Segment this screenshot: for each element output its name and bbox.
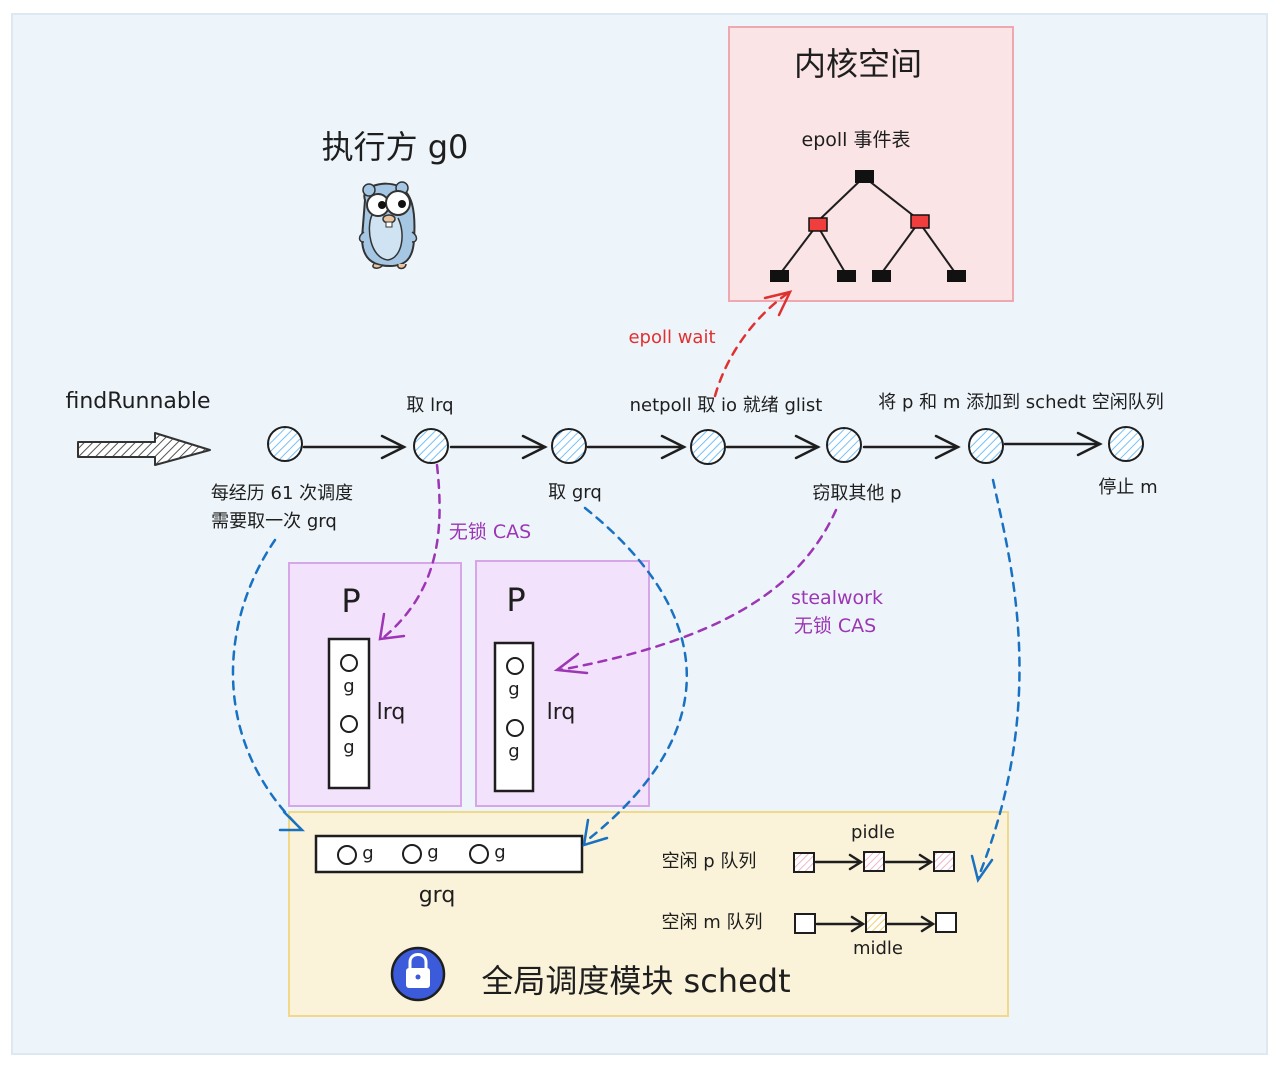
flow-node-lrq xyxy=(413,428,449,464)
step-label-steal: 窃取其他 p xyxy=(812,483,901,504)
rbtree-node xyxy=(947,270,966,282)
idle-m-label: 空闲 m 队列 xyxy=(662,912,763,933)
idle-m-node xyxy=(935,912,957,933)
schedt-module: g g g grq 空闲 p 队列 pidle 空闲 m 队列 midle xyxy=(288,811,1009,1017)
epoll-table-label: epoll 事件表 xyxy=(802,129,911,151)
processor-2: P g g lrq xyxy=(475,560,650,807)
goroutine-icon xyxy=(506,657,524,675)
goroutine-icon xyxy=(340,654,358,672)
goroutine-label: g xyxy=(343,676,354,697)
stealwork-label-line2: 无锁 CAS xyxy=(794,615,876,637)
processor-title: P xyxy=(341,582,360,620)
step-label-take-grq: 取 grq xyxy=(548,482,602,503)
idle-m-node xyxy=(865,912,887,933)
lrq-label: lrq xyxy=(547,700,576,725)
goroutine-label: g xyxy=(343,737,354,758)
idle-m-node xyxy=(794,913,816,934)
idle-p-label: 空闲 p 队列 xyxy=(662,851,757,872)
flow-node-idle xyxy=(968,428,1004,464)
lockfree-cas-label: 无锁 CAS xyxy=(449,521,531,543)
kernel-space-box xyxy=(728,26,1014,302)
step-label-netpoll: netpoll 取 io 就绪 glist xyxy=(630,395,823,416)
step-label-stop-m: 停止 m xyxy=(1098,477,1157,498)
goroutine-icon xyxy=(340,715,358,733)
goroutine-label: g xyxy=(494,842,505,863)
lrq-queue xyxy=(327,637,371,790)
goroutine-label: g xyxy=(508,741,519,762)
start-arrow xyxy=(77,432,211,466)
idle-p-node xyxy=(793,852,815,873)
goroutine-icon xyxy=(337,845,357,865)
rbtree-node xyxy=(837,270,856,282)
step-label-add-idle: 将 p 和 m 添加到 schedt 空闲队列 xyxy=(878,392,1164,413)
flow-arrows xyxy=(302,431,1103,460)
find-runnable-label: findRunnable xyxy=(66,389,211,414)
lrq-queue xyxy=(493,641,535,793)
pidle-label: pidle xyxy=(851,822,895,843)
processor-1: P g g lrq xyxy=(288,562,462,807)
kernel-space: 内核空间 epoll 事件表 xyxy=(728,26,1014,302)
grq-fetch-edges xyxy=(231,478,1021,880)
flow-node-netpoll xyxy=(690,429,726,465)
rbtree-node xyxy=(872,270,891,282)
lockfree-cas-edge xyxy=(381,463,441,640)
epoll-rbtree xyxy=(779,176,957,275)
goroutine-label: g xyxy=(508,679,519,700)
flow-node-stop xyxy=(1108,426,1144,462)
rbtree-node xyxy=(855,170,874,183)
processor-title: P xyxy=(506,581,525,619)
gopher-icon xyxy=(358,181,418,270)
flow-node-grq xyxy=(551,428,587,464)
flow-node-steal xyxy=(826,427,862,463)
flow-node-start xyxy=(267,426,303,462)
pidle-links xyxy=(814,853,934,871)
goroutine-icon xyxy=(402,844,422,864)
executor-title: 执行方 g0 xyxy=(322,128,469,166)
idle-p-node xyxy=(863,851,885,872)
midle-label: midle xyxy=(853,938,903,959)
rbtree-node xyxy=(770,270,789,282)
rbtree-node xyxy=(808,217,828,232)
goroutine-icon xyxy=(506,719,524,737)
processor-box xyxy=(288,562,462,807)
stealwork-edge xyxy=(558,508,838,672)
step-label-take-lrq: 取 lrq xyxy=(406,395,453,416)
step-label-every61-line1: 每经历 61 次调度 xyxy=(211,483,353,504)
goroutine-icon xyxy=(469,844,489,864)
goroutine-label: g xyxy=(362,843,373,864)
lock-icon xyxy=(390,946,446,1002)
stealwork-label-line1: stealwork xyxy=(791,587,883,609)
idle-p-node xyxy=(933,851,955,872)
midle-links xyxy=(815,915,936,933)
epoll-wait-edge xyxy=(713,291,790,398)
kernel-space-title: 内核空间 xyxy=(794,45,922,83)
grq-label: grq xyxy=(419,883,456,908)
step-label-every61-line2: 需要取一次 grq xyxy=(211,511,337,532)
goroutine-label: g xyxy=(427,842,438,863)
rbtree-node xyxy=(910,214,930,229)
epoll-wait-label: epoll wait xyxy=(628,327,715,348)
lrq-label: lrq xyxy=(377,700,406,725)
schedt-title: 全局调度模块 schedt xyxy=(481,962,790,1000)
grq-queue xyxy=(314,834,584,874)
